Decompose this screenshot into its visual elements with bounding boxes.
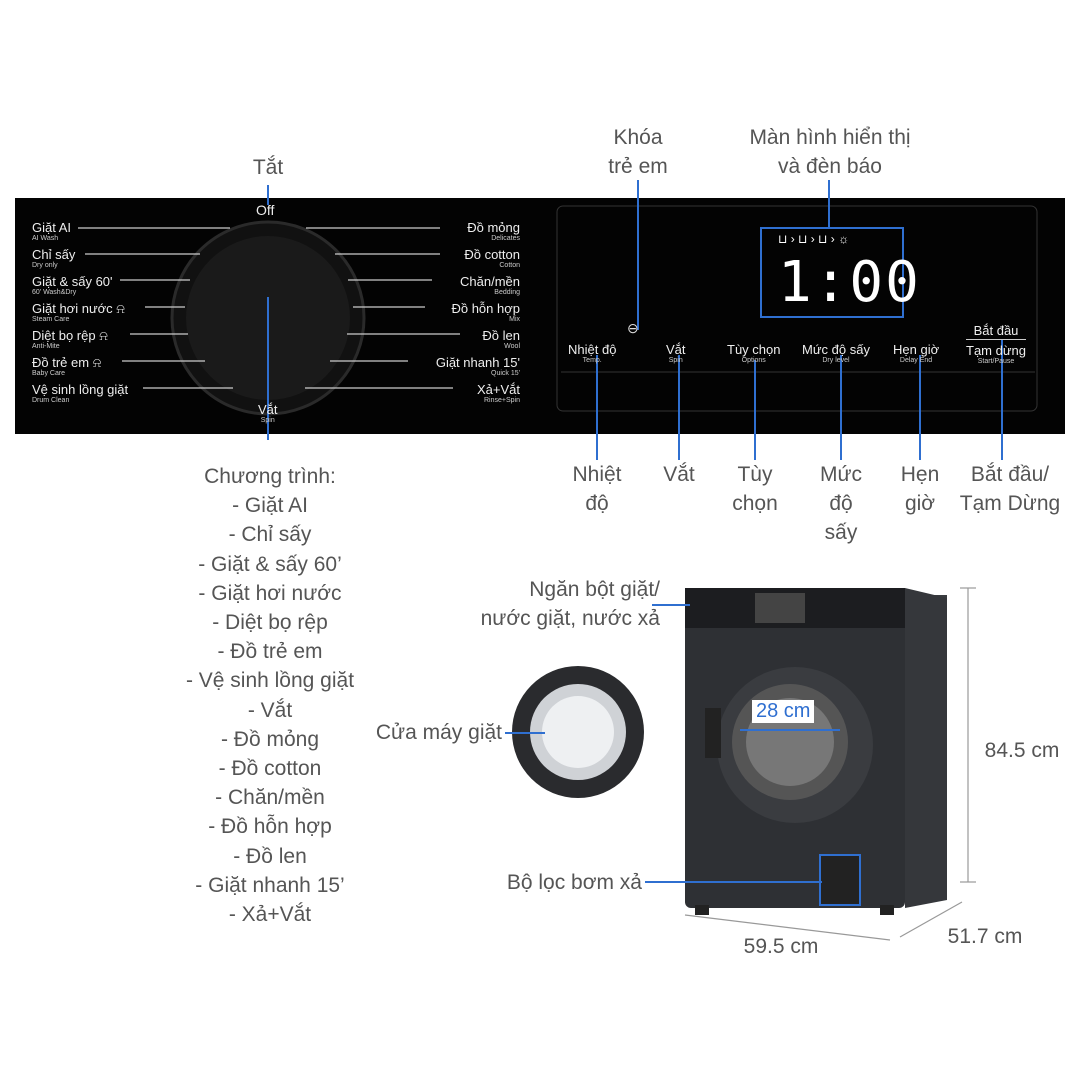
child-lock-icon: ⊖ (627, 320, 639, 336)
list-item: - Đồ trẻ em (217, 640, 323, 664)
display-panel (556, 205, 1038, 412)
callout-lines (267, 180, 1003, 460)
spin-label: Vắt (663, 463, 695, 486)
list-item: - Đồ len (233, 844, 307, 868)
program-list: Chương trình: - Giặt AI - Chỉ sấy - Giặt… (140, 462, 400, 929)
height-dimension: 84.5 cm (984, 739, 1060, 762)
list-item: - Chỉ sấy (228, 523, 312, 547)
program-list-title: Chương trình: (204, 465, 336, 488)
list-item: - Giặt AI (232, 494, 308, 518)
wash-cycle-icons: ⊔ › ⊔ › ⊔ › ☼ (778, 232, 850, 246)
display-highlight (760, 227, 904, 318)
list-item: - Đồ cotton (218, 757, 322, 781)
list-item: - Giặt hơi nước (198, 581, 342, 605)
dial-leader-lines (78, 227, 460, 389)
list-item: - Đồ mỏng (220, 727, 320, 751)
dial-program[interactable]: Diệt bọ rệp ⍾Anti-Mite (32, 328, 108, 350)
off-label: Tắt (252, 156, 284, 179)
dial-program[interactable]: Giặt & sấy 60'60' Wash&Dry (32, 274, 113, 296)
detergent-drawer-label: Ngăn bột giặt/nước giặt, nước xả (480, 578, 660, 630)
washing-machine (512, 588, 947, 915)
start-pause-label: Bắt đầu/Tạm Dừng (959, 463, 1061, 515)
dial-program[interactable]: Đồ trẻ em ⍾Baby Care (32, 355, 102, 377)
dial-program[interactable]: Giặt nhanh 15'Quick 15' (435, 355, 520, 377)
dimension-lines (684, 587, 976, 941)
drum-diameter-label: 28 cm (752, 700, 815, 723)
list-item: - Giặt nhanh 15’ (195, 873, 345, 897)
dial-program[interactable]: Giặt hơi nước ⍾Steam Care (32, 301, 125, 323)
depth-dimension: 51.7 cm (947, 925, 1023, 948)
list-item: - Chăn/mền (215, 786, 325, 810)
dial-off: Off (256, 202, 275, 218)
time-display: 1:00 (778, 250, 921, 315)
list-item: - Giặt & sấy 60’ (198, 552, 342, 576)
door-label: Cửa máy giặt (375, 721, 502, 744)
drain-filter-label: Bộ lọc bơm xả (506, 871, 642, 894)
list-item: - Vắt (247, 698, 293, 722)
list-item: - Vệ sinh lồng giặt (185, 669, 355, 693)
width-dimension: 59.5 cm (743, 935, 819, 958)
list-item: - Đồ hỗn hợp (208, 815, 332, 839)
list-item: - Diệt bọ rệp (212, 611, 328, 635)
list-item: - Xả+Vắt (228, 903, 312, 927)
